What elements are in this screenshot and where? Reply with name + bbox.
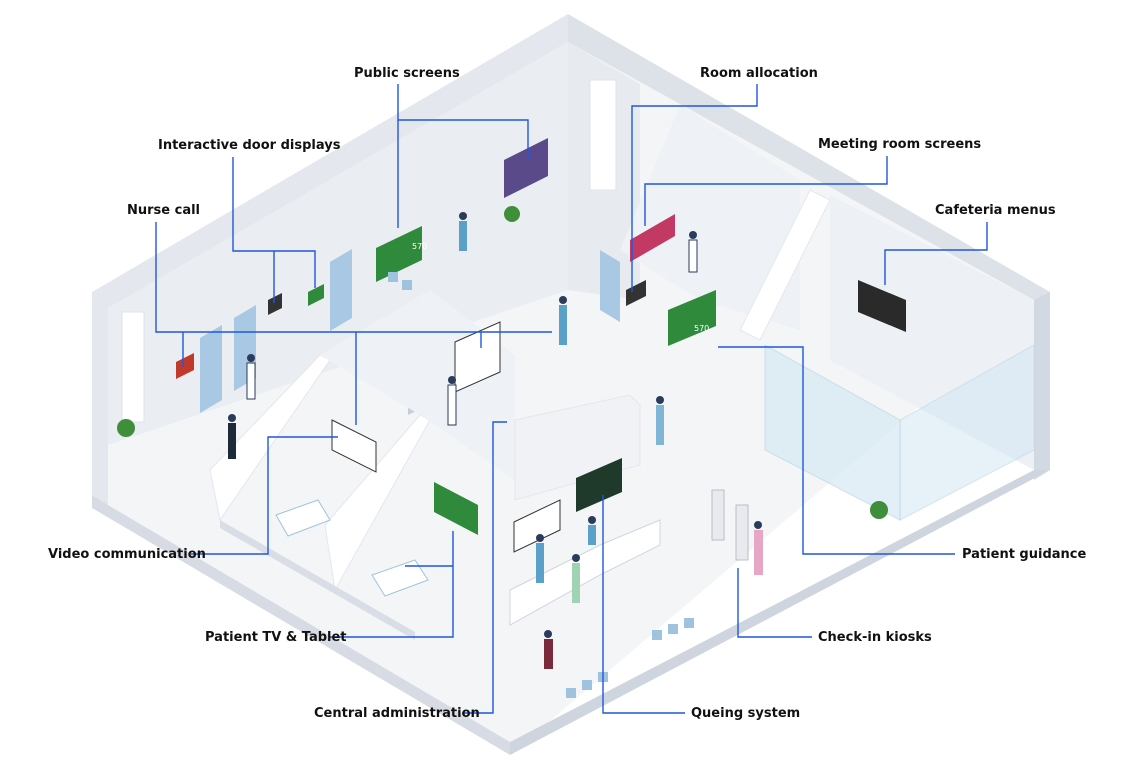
waiting-chair (388, 272, 398, 282)
label-public-screens: Public screens (354, 66, 460, 82)
check-in-kiosk (736, 505, 748, 560)
label-room-allocation: Room allocation (700, 66, 818, 82)
label-queing-system: Queing system (691, 706, 800, 722)
plant (117, 419, 135, 437)
label-meeting-room-screens: Meeting room screens (818, 137, 981, 153)
waiting-chair (684, 618, 694, 628)
waiting-chair (652, 630, 662, 640)
label-central-administration: Central administration (314, 706, 480, 722)
label-nurse-call: Nurse call (127, 203, 200, 219)
hallway-sign-number: 570 (412, 242, 427, 251)
plant (870, 501, 888, 519)
label-patient-guidance: Patient guidance (962, 547, 1086, 563)
check-in-kiosk (712, 490, 724, 540)
waiting-chair (668, 624, 678, 634)
door (600, 250, 620, 322)
waiting-chair (566, 688, 576, 698)
waiting-chair (582, 680, 592, 690)
right-outer-wall (1034, 292, 1050, 480)
label-interactive-door-displays: Interactive door displays (158, 138, 340, 154)
door (330, 249, 352, 331)
label-cafeteria-menus: Cafeteria menus (935, 203, 1056, 219)
corridor-window-right (590, 80, 616, 190)
label-video-communication: Video communication (48, 547, 206, 563)
plant (504, 206, 520, 222)
label-check-in-kiosks: Check-in kiosks (818, 630, 932, 646)
corridor-window-left (122, 312, 144, 422)
door (200, 325, 222, 413)
guidance-sign-number: 570 (694, 324, 709, 333)
waiting-chair (402, 280, 412, 290)
label-patient-tv-tablet: Patient TV & Tablet (205, 630, 347, 646)
